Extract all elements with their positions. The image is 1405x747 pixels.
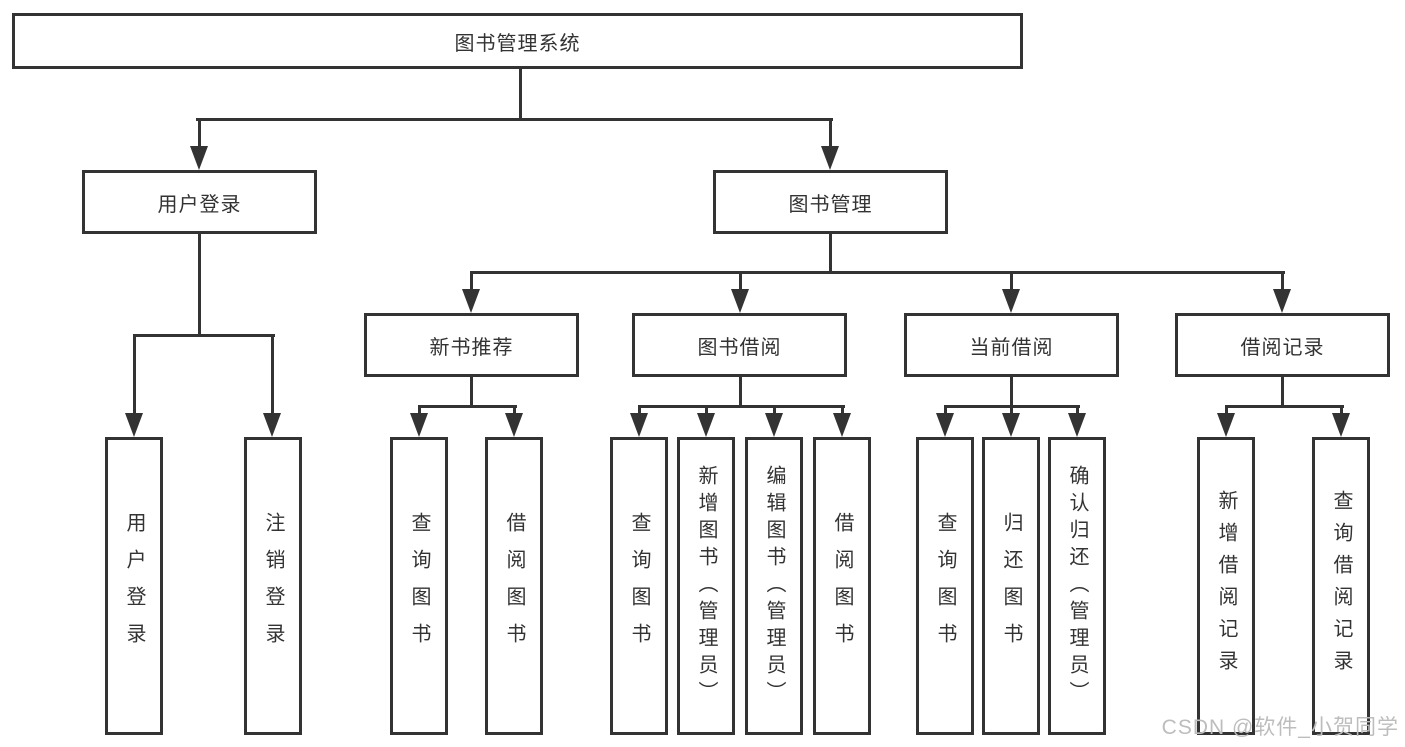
leaf-query-books-borrowing: 查询图书 <box>610 437 668 735</box>
node-borrowing-records: 借阅记录 <box>1175 313 1390 377</box>
node-label: 查询借阅记录 <box>1330 490 1352 682</box>
arrowhead-down-icon <box>1217 413 1235 437</box>
leaf-add-borrowing-record: 新增借阅记录 <box>1197 437 1255 735</box>
node-label: 新书推荐 <box>429 336 514 359</box>
connector-line-horizontal <box>637 404 845 408</box>
arrowhead-down-icon <box>125 413 143 437</box>
connector-line-vertical <box>840 406 844 416</box>
node-book-borrowing: 图书借阅 <box>632 313 847 377</box>
node-current-borrowing: 当前借阅 <box>904 313 1119 377</box>
connector-line-vertical <box>469 377 473 408</box>
arrowhead-down-icon <box>630 413 648 437</box>
leaf-edit-books-admin: 编辑图书（管理员） <box>745 437 803 735</box>
arrowhead-down-icon <box>833 413 851 437</box>
node-label: 编辑图书（管理员） <box>763 464 785 708</box>
leaf-user-login: 用户登录 <box>105 437 163 735</box>
leaf-borrow-books-borrowing: 借阅图书 <box>813 437 871 735</box>
node-label: 查询图书 <box>934 512 956 660</box>
connector-line-vertical <box>197 234 201 337</box>
connector-line-vertical <box>417 406 421 416</box>
node-label: 图书管理 <box>788 193 873 216</box>
leaf-logout: 注销登录 <box>244 437 302 735</box>
arrowhead-down-icon <box>731 289 749 313</box>
connector-line-horizontal <box>943 404 1080 408</box>
node-new-book-recommendation: 新书推荐 <box>364 313 579 377</box>
node-label: 新增借阅记录 <box>1215 490 1237 682</box>
leaf-query-borrowing-record: 查询借阅记录 <box>1312 437 1370 735</box>
connector-line-horizontal <box>469 270 1285 274</box>
leaf-return-books: 归还图书 <box>982 437 1040 735</box>
arrowhead-down-icon <box>1002 413 1020 437</box>
connector-line-vertical <box>1280 377 1284 408</box>
node-label: 查询图书 <box>408 512 430 660</box>
arrowhead-down-icon <box>697 413 715 437</box>
leaf-borrow-books-recommendation: 借阅图书 <box>485 437 543 735</box>
arrowhead-down-icon <box>263 413 281 437</box>
node-label: 当前借阅 <box>969 336 1054 359</box>
leaf-query-books-current: 查询图书 <box>916 437 974 735</box>
connector-line-vertical <box>270 335 274 415</box>
connector-line-vertical <box>518 69 522 121</box>
connector-line-vertical <box>704 406 708 416</box>
arrowhead-down-icon <box>505 413 523 437</box>
node-label: 用户登录 <box>123 512 145 660</box>
connector-line-horizontal <box>132 333 275 337</box>
node-book-management: 图书管理 <box>713 170 948 234</box>
connector-line-vertical <box>1009 272 1013 291</box>
node-label: 图书借阅 <box>697 336 782 359</box>
leaf-add-books-admin: 新增图书（管理员） <box>677 437 735 735</box>
connector-line-vertical <box>197 119 201 148</box>
connector-line-vertical <box>738 272 742 291</box>
arrowhead-down-icon <box>765 413 783 437</box>
node-library-management-system: 图书管理系统 <box>12 13 1023 69</box>
connector-line-horizontal <box>417 404 517 408</box>
connector-line-vertical <box>1224 406 1228 416</box>
leaf-query-books-recommendation: 查询图书 <box>390 437 448 735</box>
node-label: 用户登录 <box>157 193 242 216</box>
leaf-confirm-return-admin: 确认归还（管理员） <box>1048 437 1106 735</box>
connector-line-vertical <box>772 406 776 416</box>
connector-line-vertical <box>1339 406 1343 416</box>
node-user-login: 用户登录 <box>82 170 317 234</box>
arrowhead-down-icon <box>1273 289 1291 313</box>
connector-line-vertical <box>828 119 832 148</box>
connector-line-horizontal <box>1224 404 1344 408</box>
connector-line-vertical <box>828 234 832 273</box>
node-label: 归还图书 <box>1000 512 1022 660</box>
node-label: 注销登录 <box>262 512 284 660</box>
connector-line-vertical <box>943 406 947 416</box>
node-label: 借阅图书 <box>503 512 525 660</box>
connector-line-vertical <box>1075 406 1079 416</box>
connector-line-vertical <box>637 406 641 416</box>
connector-line-vertical <box>1009 406 1013 416</box>
connector-line-vertical <box>1009 377 1013 408</box>
watermark: CSDN @软件_小贺同学 <box>1161 716 1399 739</box>
node-label: 新增图书（管理员） <box>695 464 717 708</box>
arrowhead-down-icon <box>1332 413 1350 437</box>
node-label: 图书管理系统 <box>454 32 581 55</box>
arrowhead-down-icon <box>190 146 208 170</box>
connector-line-vertical <box>738 377 742 408</box>
node-label: 查询图书 <box>628 512 650 660</box>
node-label: 借阅图书 <box>831 512 853 660</box>
arrowhead-down-icon <box>462 289 480 313</box>
connector-line-vertical <box>512 406 516 416</box>
connector-line-vertical <box>132 335 136 415</box>
node-label: 借阅记录 <box>1240 336 1325 359</box>
arrowhead-down-icon <box>410 413 428 437</box>
arrowhead-down-icon <box>1002 289 1020 313</box>
arrowhead-down-icon <box>1068 413 1086 437</box>
connector-line-vertical <box>469 272 473 291</box>
arrowhead-down-icon <box>821 146 839 170</box>
arrowhead-down-icon <box>936 413 954 437</box>
node-label: 确认归还（管理员） <box>1066 464 1088 708</box>
connector-line-horizontal <box>195 117 833 121</box>
connector-line-vertical <box>1280 272 1284 291</box>
